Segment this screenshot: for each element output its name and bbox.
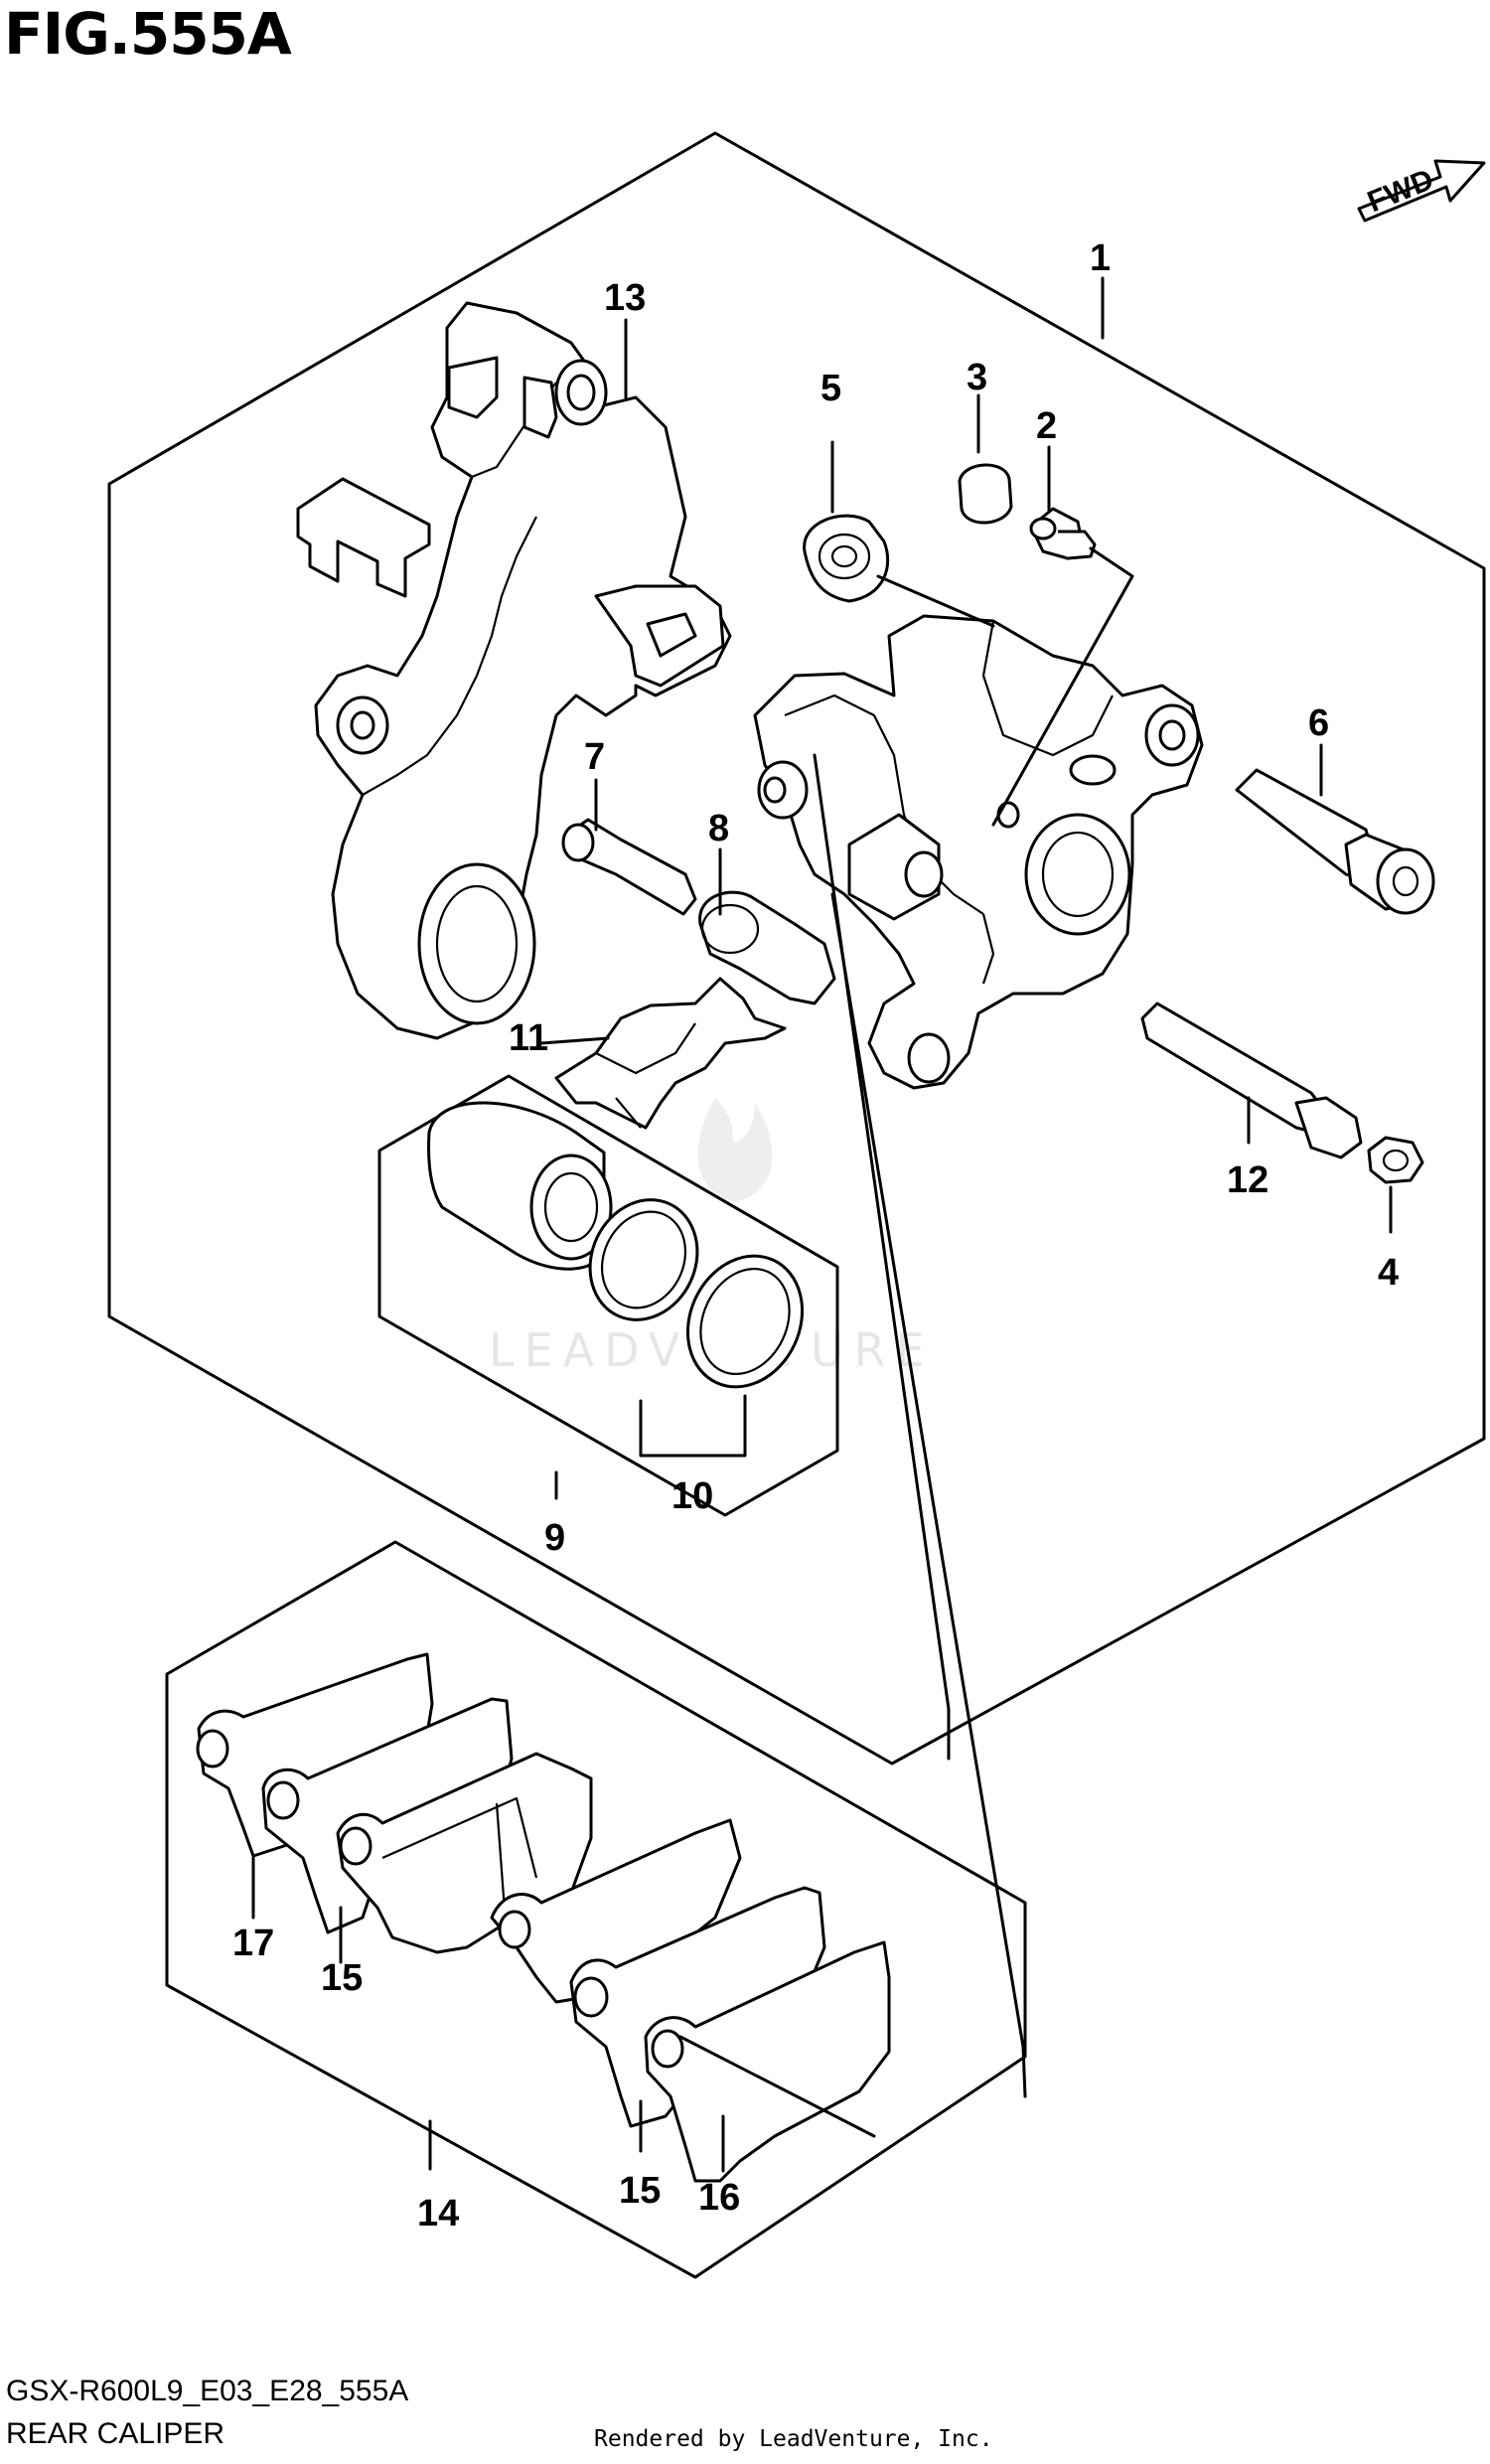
pad-shim-16: [644, 1940, 891, 2183]
callout-17: 17: [232, 1923, 274, 1964]
caliper-bracket: [314, 301, 732, 1040]
pad-pin-plug: [1367, 1136, 1424, 1184]
piston-kit-frame: [377, 1074, 839, 1517]
bracket-pad-spring: [296, 477, 431, 598]
slide-pin-boot-8: [698, 890, 836, 1005]
bleeder-screw: [1029, 507, 1097, 560]
callout-13: 13: [604, 277, 646, 319]
pad-shim-15b: [569, 1886, 826, 2128]
caliper-body: [753, 614, 1204, 1090]
render-credit: Rendered by LeadVenture, Inc.: [594, 2426, 993, 2452]
callout-12: 12: [1227, 1159, 1268, 1201]
callout-7: 7: [584, 736, 605, 778]
callout-labels: 1 2 3 4 5 6 7 8 9 10 11 12 13 14 15 15 1…: [232, 237, 1399, 2234]
callout-10: 10: [671, 1475, 713, 1517]
piston-seals: [588, 1198, 805, 1389]
diagram-name: REAR CALIPER: [6, 2417, 225, 2450]
callout-16: 16: [698, 2177, 740, 2219]
pad-shim-15a: [261, 1697, 514, 1934]
callout-8: 8: [708, 808, 729, 849]
callout-15-lower: 15: [619, 2170, 661, 2212]
callout-4: 4: [1378, 1252, 1399, 1294]
callout-2: 2: [1036, 405, 1057, 447]
fwd-direction-badge: FWD: [1357, 159, 1486, 223]
callout-5: 5: [820, 368, 841, 409]
diagram-code: GSX-R600L9_E03_E28_555A: [6, 2375, 409, 2407]
fwd-label: FWD: [1363, 163, 1438, 219]
callout-6: 6: [1308, 702, 1329, 744]
callout-3: 3: [967, 357, 987, 398]
bleeder-cap: [958, 463, 1013, 525]
watermark-flame-icon: [697, 1098, 773, 1202]
pin-bolt-7: [561, 818, 697, 916]
callout-1: 1: [1090, 237, 1111, 279]
caliper-assembly-frame: [107, 131, 1486, 1766]
slide-pin-6: [1235, 768, 1435, 915]
figure-title: FIG.555A: [4, 0, 292, 68]
callout-9: 9: [544, 1517, 565, 1559]
callout-14: 14: [417, 2193, 459, 2234]
callout-11: 11: [509, 1017, 548, 1059]
pin-boot: [803, 514, 890, 603]
pad-shim-17: [196, 1652, 434, 1858]
pad-set-frame: [165, 1540, 1027, 2279]
callout-15-upper: 15: [321, 1957, 363, 1999]
pad-pin-12: [1140, 1001, 1363, 1159]
leader-lines: [251, 276, 1393, 2173]
piston: [427, 1101, 613, 1271]
pad-spring-11: [554, 977, 787, 1130]
